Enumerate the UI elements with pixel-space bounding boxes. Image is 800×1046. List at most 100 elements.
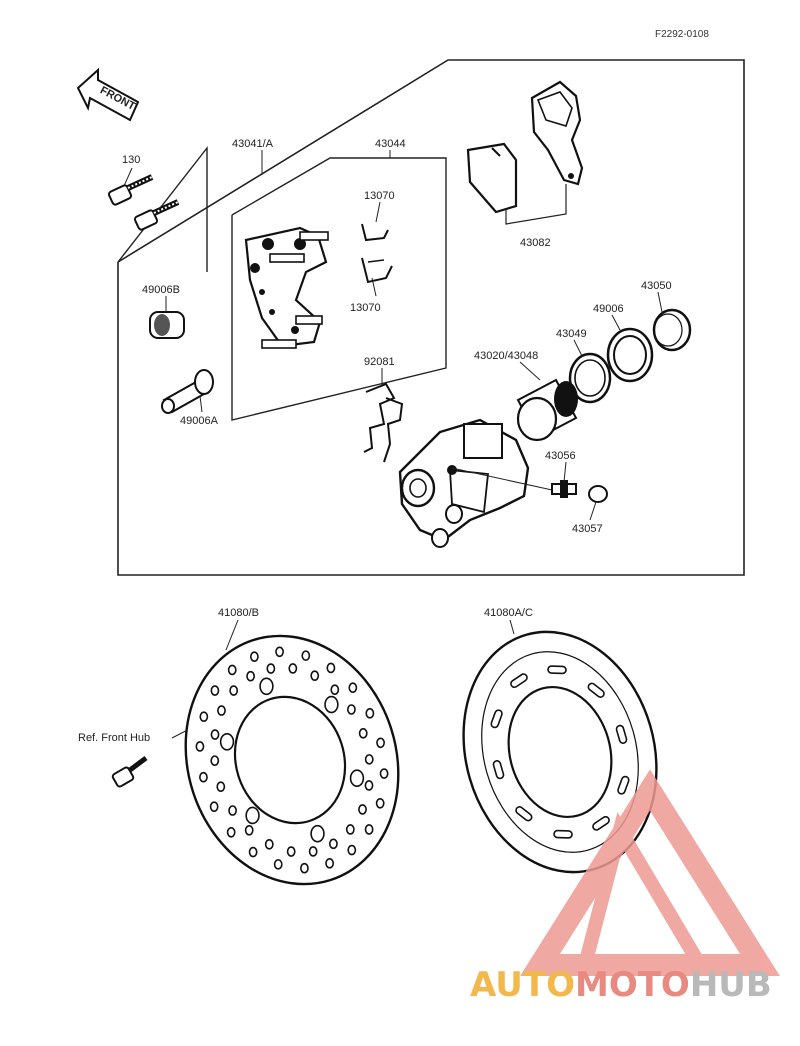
label-43041: 43041/A bbox=[232, 138, 274, 150]
sleeve-49006a bbox=[161, 369, 214, 414]
disc-hole bbox=[216, 781, 226, 792]
disc-slot bbox=[490, 709, 503, 729]
label-49006b: 49006B bbox=[142, 284, 180, 296]
watermark-auto: AUTO bbox=[470, 965, 575, 1005]
label-43082: 43082 bbox=[520, 237, 551, 249]
pad-spring-clip-b bbox=[361, 257, 393, 284]
disc-hole bbox=[210, 729, 220, 740]
disc-hole bbox=[308, 846, 318, 857]
bolt-130-a bbox=[107, 174, 154, 206]
pad-spring-clip-a bbox=[361, 223, 389, 242]
disc-hole bbox=[219, 732, 235, 751]
disc-hole bbox=[347, 844, 357, 856]
label-43056: 43056 bbox=[545, 450, 576, 462]
brake-disc-41080b bbox=[184, 634, 400, 886]
disc-hole bbox=[210, 755, 220, 766]
label-41080ac: 41080A/C bbox=[484, 607, 533, 619]
disc-hole bbox=[210, 685, 220, 696]
label-49006a: 49006A bbox=[180, 415, 219, 427]
disc-slot bbox=[510, 673, 528, 689]
caliper-bracket bbox=[244, 226, 329, 349]
disc-slot bbox=[617, 775, 630, 795]
brake-disc-41080ac bbox=[462, 630, 658, 874]
disc-hole bbox=[209, 801, 219, 812]
bracket-subgroup-outline bbox=[231, 157, 447, 421]
anti-rattle-spring-92081 bbox=[363, 382, 404, 463]
disc-slot bbox=[547, 665, 567, 675]
disc-hole bbox=[301, 650, 311, 661]
disc-hole bbox=[375, 797, 385, 809]
disc-slot bbox=[553, 829, 573, 839]
disc-hole bbox=[246, 670, 255, 682]
label-ref-front-hub: Ref. Front Hub bbox=[78, 732, 150, 744]
disc-slot bbox=[515, 806, 533, 822]
caliper-body bbox=[398, 418, 530, 548]
label-43050: 43050 bbox=[641, 280, 672, 292]
disc-hole bbox=[330, 684, 340, 696]
disc-hole bbox=[376, 737, 385, 749]
disc-hole bbox=[310, 670, 320, 681]
disc-slot bbox=[592, 815, 610, 831]
disc-slot bbox=[615, 724, 628, 744]
watermark-text: AUTOMOTOHUB bbox=[470, 965, 772, 1005]
disc-hole bbox=[226, 826, 236, 838]
disc-hole bbox=[245, 806, 260, 825]
disc-hole bbox=[349, 769, 365, 788]
label-43057: 43057 bbox=[572, 523, 603, 535]
label-43049: 43049 bbox=[556, 328, 587, 340]
disc-slot bbox=[587, 682, 605, 698]
bleeder-valve-43056 bbox=[551, 480, 577, 498]
label-43020-43048: 43020/43048 bbox=[474, 350, 538, 362]
disc-hole bbox=[345, 824, 355, 835]
watermark-logo-icon bbox=[520, 769, 780, 976]
disc-hole bbox=[266, 663, 276, 674]
disc-hole bbox=[364, 824, 374, 835]
dust-seal-43050 bbox=[652, 308, 692, 352]
bolt-130-b bbox=[133, 199, 180, 231]
disc-hole bbox=[275, 646, 284, 658]
disc-hole bbox=[329, 838, 338, 850]
label-43044: 43044 bbox=[375, 138, 406, 150]
caliper-assembly-outline bbox=[117, 59, 745, 576]
disc-hole bbox=[244, 824, 254, 836]
piston-seal-49006 bbox=[606, 327, 654, 383]
disc-slot bbox=[492, 760, 505, 780]
disc-hole bbox=[227, 664, 237, 676]
disc-hole bbox=[325, 858, 335, 869]
watermark-moto: MOTO bbox=[575, 965, 690, 1005]
disc-hole bbox=[324, 695, 339, 714]
disc-hole bbox=[259, 677, 274, 696]
label-13070-b: 13070 bbox=[350, 302, 381, 314]
label-49006: 49006 bbox=[593, 303, 624, 315]
disc-hole bbox=[300, 862, 309, 874]
o-ring-43049 bbox=[568, 352, 612, 404]
label-41080b: 41080/B bbox=[218, 607, 259, 619]
hub-bolt-icon bbox=[111, 756, 148, 788]
watermark-hub: HUB bbox=[690, 965, 772, 1005]
disc-hole bbox=[199, 711, 209, 723]
disc-hole bbox=[358, 804, 367, 815]
disc-hole bbox=[195, 741, 205, 752]
disc-hole bbox=[358, 728, 368, 739]
disc-hole bbox=[364, 754, 374, 765]
brake-pad-inner bbox=[466, 142, 518, 214]
front-arrow-icon: FRONT bbox=[76, 67, 140, 122]
disc-hole bbox=[286, 846, 296, 857]
piston-43020 bbox=[516, 378, 578, 442]
disc-hole bbox=[347, 704, 356, 715]
bleeder-cap-43057 bbox=[588, 485, 608, 503]
disc-hole bbox=[348, 682, 358, 694]
disc-hole bbox=[288, 663, 298, 674]
dust-boot-49006b bbox=[149, 311, 185, 339]
disc-hole bbox=[229, 685, 239, 696]
label-13070-a: 13070 bbox=[364, 190, 395, 202]
disc-hole bbox=[379, 768, 389, 779]
figure-code: F2292-0108 bbox=[655, 29, 709, 40]
disc-hole bbox=[326, 662, 336, 674]
disc-hole bbox=[310, 824, 325, 843]
disc-hole bbox=[248, 846, 258, 858]
label-92081: 92081 bbox=[364, 356, 395, 368]
disc-hole bbox=[273, 859, 283, 870]
disc-hole bbox=[365, 708, 375, 719]
